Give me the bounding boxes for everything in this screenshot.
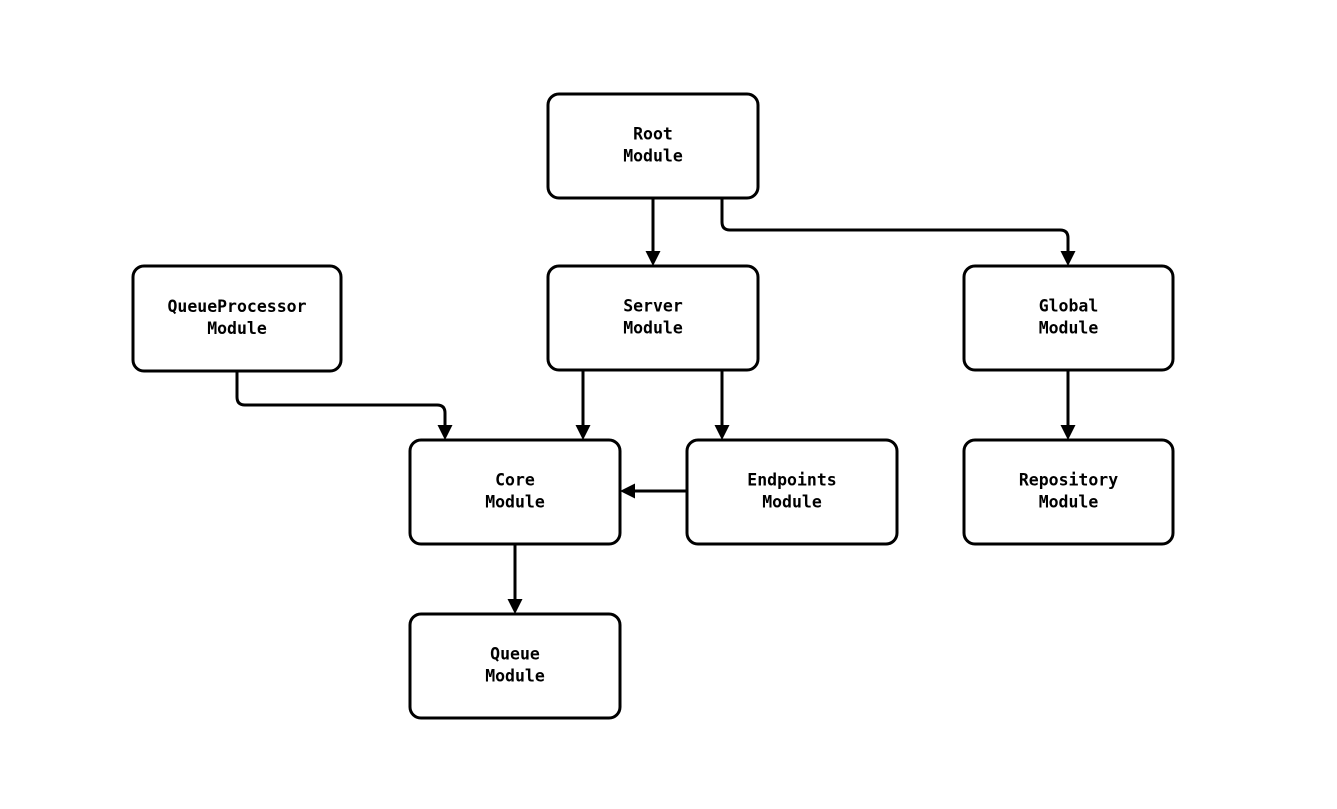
node-label-line2-queueprocessor: Module — [207, 319, 267, 338]
arrow-head-icon — [1060, 251, 1076, 266]
node-box-global[interactable] — [962, 264, 1175, 372]
edge-line — [720, 198, 1070, 258]
node-label-line2-core: Module — [485, 493, 545, 512]
node-label-line1-root: Root — [633, 125, 673, 144]
node-label-line1-server: Server — [623, 297, 683, 316]
node-label-line2-root: Module — [623, 147, 683, 166]
edge-root-to-global — [720, 198, 1076, 266]
arrow-head-icon — [437, 425, 453, 440]
node-label-line1-global: Global — [1039, 297, 1099, 316]
node-label-line2-repository: Module — [1039, 493, 1099, 512]
node-label-line1-repository: Repository — [1019, 471, 1118, 490]
node-box-core[interactable] — [408, 438, 622, 546]
node-box-queueprocessor[interactable] — [131, 264, 343, 373]
edge-root-to-server — [645, 198, 661, 266]
edge-core-to-queue — [507, 544, 523, 614]
arrow-head-icon — [1060, 425, 1076, 440]
arrow-head-icon — [575, 425, 591, 440]
edge-line — [235, 371, 447, 432]
edge-queueprocessor-to-core — [235, 371, 453, 440]
edge-server-to-endpoints — [714, 370, 730, 440]
edge-server-to-core — [575, 370, 591, 440]
node-box-queue[interactable] — [408, 612, 622, 720]
node-label-line1-queue: Queue — [490, 645, 540, 664]
node-box-server[interactable] — [546, 264, 760, 372]
edge-endpoints-to-core — [620, 483, 687, 499]
edge-layer — [235, 198, 1076, 614]
arrow-head-icon — [714, 425, 730, 440]
node-label-line2-endpoints: Module — [762, 493, 822, 512]
node-label-line2-global: Module — [1039, 319, 1099, 338]
node-label-line2-queue: Module — [485, 667, 545, 686]
node-label-line2-server: Module — [623, 319, 683, 338]
arrow-head-icon — [645, 251, 661, 266]
node-label-line1-queueprocessor: QueueProcessor — [167, 297, 306, 316]
node-layer: RootModuleQueueProcessorModuleServerModu… — [131, 92, 1175, 720]
arrow-head-icon — [507, 599, 523, 614]
node-box-repository[interactable] — [962, 438, 1175, 546]
node-label-line1-core: Core — [495, 471, 535, 490]
node-box-root[interactable] — [546, 92, 760, 200]
edge-global-to-repository — [1060, 370, 1076, 440]
arrow-head-icon — [620, 483, 635, 499]
node-box-endpoints[interactable] — [685, 438, 899, 546]
node-label-line1-endpoints: Endpoints — [747, 471, 836, 490]
